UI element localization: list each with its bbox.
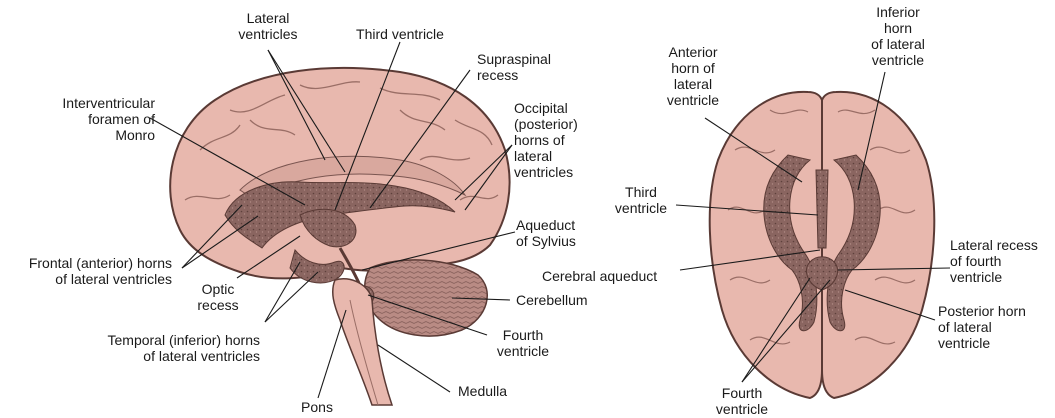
left-hemisphere xyxy=(708,90,823,400)
axial-right-ventricle xyxy=(826,154,881,332)
axial-left-ventricle xyxy=(763,154,818,332)
label-aqueduct-sylvius: Aqueduct of Sylvius xyxy=(516,217,576,249)
label-inferior-horn: Inferior horn of lateral ventricle xyxy=(871,4,925,68)
label-occipital-horns: Occipital (posterior) horns of lateral v… xyxy=(514,100,578,180)
label-cerebral-aqueduct: Cerebral aqueduct xyxy=(542,268,658,284)
brainstem xyxy=(332,278,394,406)
label-anterior-horn: Anterior horn of lateral ventricle xyxy=(666,44,720,108)
sagittal-third-ventricle xyxy=(299,208,357,248)
label-pons: Pons xyxy=(301,399,333,415)
label-fourth-ventricle-axial: Fourth ventricle xyxy=(715,385,769,417)
label-third-ventricle-sagittal: Third ventricle xyxy=(356,26,444,42)
label-temporal-horns: Temporal (inferior) horns of lateral ven… xyxy=(107,332,261,364)
label-lateral-ventricles: Lateral ventricles xyxy=(238,10,298,42)
sagittal-cerebellum xyxy=(363,259,488,337)
label-lateral-recess: Lateral recess of fourth ventricle xyxy=(950,237,1038,285)
label-medulla: Medulla xyxy=(458,383,508,399)
corpus-callosum xyxy=(239,155,467,201)
label-cerebellum: Cerebellum xyxy=(516,292,588,308)
label-supraspinal-recess: Supraspinal recess xyxy=(477,51,551,83)
label-fourth-ventricle-sagittal: Fourth ventricle xyxy=(496,327,550,359)
label-frontal-horns: Frontal (anterior) horns of lateral vent… xyxy=(28,255,172,287)
right-hemisphere xyxy=(821,90,936,400)
label-interventricular-foramen: Interventricular foramen of Monro xyxy=(62,95,155,143)
label-posterior-horn: Posterior horn of lateral ventricle xyxy=(938,303,1026,351)
sagittal-brain xyxy=(169,66,511,406)
sagittal-lateral-ventricle xyxy=(224,181,456,249)
gyri xyxy=(184,81,499,201)
leader-lines xyxy=(149,41,951,399)
axial-brain xyxy=(708,90,936,400)
label-third-ventricle-axial: Third ventricle xyxy=(614,184,668,216)
label-optic-recess: Optic recess xyxy=(197,281,239,313)
